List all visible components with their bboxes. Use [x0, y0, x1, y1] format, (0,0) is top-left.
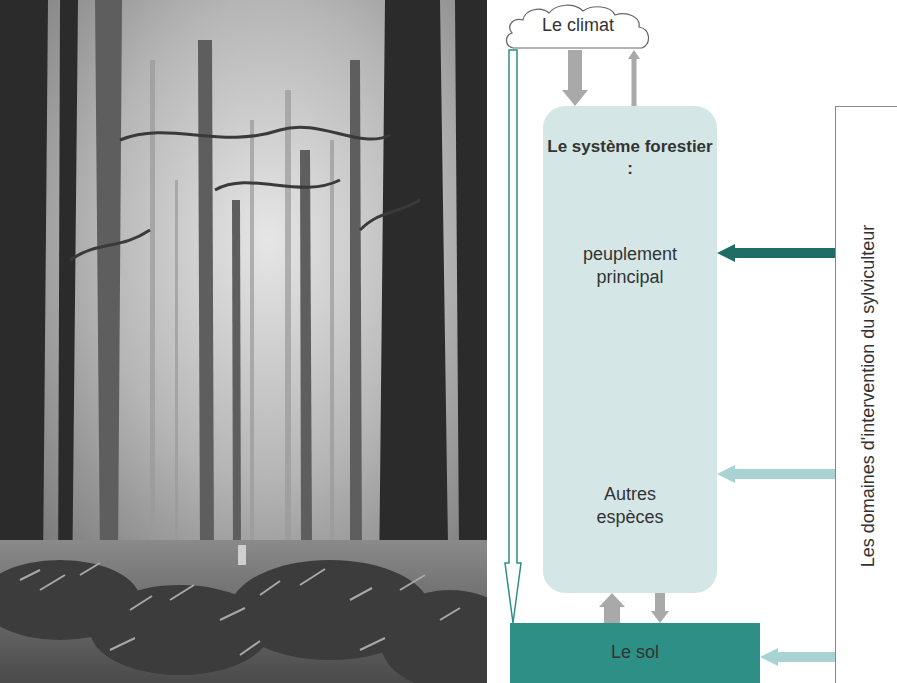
species-label: Autres espèces	[543, 471, 717, 541]
node-label: Les domaines d'intervention du sylvicult…	[836, 112, 897, 679]
flow-arrow	[717, 465, 835, 483]
soil-band: Le sol	[510, 623, 760, 683]
flow-arrow	[760, 648, 835, 666]
node-label: peuplement principal	[570, 243, 690, 290]
forester-domains-box: Les domaines d'intervention du sylvicult…	[835, 106, 897, 683]
flow-arrow	[651, 593, 669, 623]
forest-system-box: Le système forestier : peuplement princip…	[543, 106, 717, 593]
stand-label: peuplement principal	[543, 231, 717, 301]
flow-arrow	[628, 50, 640, 106]
climate-cloud: Le climat	[503, 2, 653, 50]
node-label: Autres espèces	[580, 483, 680, 530]
forest-photo	[0, 0, 487, 683]
node-label: Le climat	[509, 14, 647, 37]
flow-arrow	[717, 244, 835, 262]
box-heading: Le système forestier :	[547, 136, 713, 180]
flow-arrow	[599, 593, 625, 623]
flow-arrow	[505, 50, 521, 623]
flow-arrow	[562, 50, 588, 106]
node-label: Le sol	[516, 641, 754, 664]
